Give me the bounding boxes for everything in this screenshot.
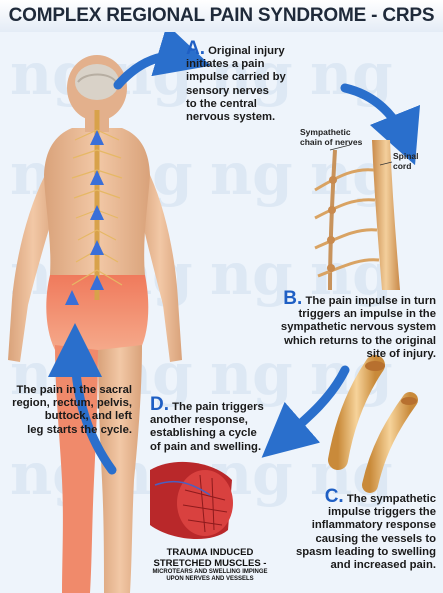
spinal-label-line2: cord xyxy=(393,160,412,171)
step-a-line3: impulse carried by xyxy=(186,71,286,84)
sympathetic-label-line2: chain of nerves xyxy=(300,136,363,147)
step-d-line1: The pain triggers xyxy=(172,401,264,413)
step-d-line2: another response, xyxy=(150,414,248,427)
step-a-line1: Original injury xyxy=(208,45,285,57)
page-title: COMPLEX REGIONAL PAIN SYNDROME - CRPS xyxy=(0,0,443,32)
step-b-line1: The pain impulse in turn xyxy=(305,295,436,307)
step-a-line2: initiates a pain xyxy=(186,58,265,71)
step-d-text: D. The pain triggers another response, e… xyxy=(150,395,280,454)
spinal-cord-label: Spinal cord xyxy=(393,151,419,171)
trauma-line4: UPON NERVES AND VESSELS xyxy=(166,576,254,582)
start-note-line3: buttock, and left xyxy=(44,410,132,423)
step-c-line3: inflammatory response xyxy=(311,519,436,532)
step-c-line4: causing the vessels to xyxy=(315,532,436,545)
step-a-line5: to the central xyxy=(186,97,257,110)
spinal-label-line1: Spinal xyxy=(393,151,419,161)
trauma-caption: TRAUMA INDUCED STRETCHED MUSCLES - MICRO… xyxy=(140,547,280,583)
step-c-letter: C. xyxy=(324,486,344,507)
step-a-letter: A. xyxy=(186,38,205,59)
start-note-line1: The pain in the sacral xyxy=(16,384,132,396)
step-b-line4: which returns to the original xyxy=(284,334,436,347)
step-c-line2: impulse triggers the xyxy=(328,506,436,519)
step-c-line5: spasm leading to swelling xyxy=(296,545,436,558)
sympathetic-chain-label: Sympathetic chain of nerves xyxy=(300,127,363,147)
step-d-line3: establishing a cycle xyxy=(150,427,257,440)
start-note-line2: region, rectum, pelvis, xyxy=(12,397,132,410)
step-a-line6: nervous system. xyxy=(186,111,276,124)
step-c-line1: The sympathetic xyxy=(346,493,436,505)
step-d-letter: D. xyxy=(150,394,169,415)
step-d-line4: of pain and swelling. xyxy=(150,440,262,453)
trauma-line1: TRAUMA INDUCED xyxy=(166,547,254,558)
start-note-line4: leg starts the cycle. xyxy=(27,423,132,436)
blood-vessels-illustration xyxy=(328,355,418,493)
step-c-text: C. The sympathetic impulse triggers the … xyxy=(266,487,436,572)
step-a-text: A. Original injury initiates a pain impu… xyxy=(186,39,306,124)
muscle-bundle-illustration xyxy=(150,461,233,540)
step-b-line3: sympathetic nervous system xyxy=(280,321,436,334)
sympathetic-label-line1: Sympathetic xyxy=(300,127,351,137)
start-note-text: The pain in the sacral region, rectum, p… xyxy=(6,384,132,437)
step-a-line4: sensory nerves xyxy=(186,84,269,97)
step-b-line5: site of injury. xyxy=(366,347,436,360)
step-c-line6: and increased pain. xyxy=(330,559,436,572)
human-body-figure xyxy=(8,55,182,593)
step-b-line2: triggers an impulse in the xyxy=(298,308,436,321)
step-b-letter: B. xyxy=(283,288,303,309)
cycle-arrows xyxy=(48,24,421,475)
spinal-cord-illustration xyxy=(314,140,400,291)
step-b-text: B. The pain impulse in turn triggers an … xyxy=(228,289,436,361)
trauma-line3: MICROTEARS AND SWELLING IMPINGE xyxy=(152,569,268,575)
trauma-line2: STRETCHED MUSCLES - xyxy=(153,557,267,569)
